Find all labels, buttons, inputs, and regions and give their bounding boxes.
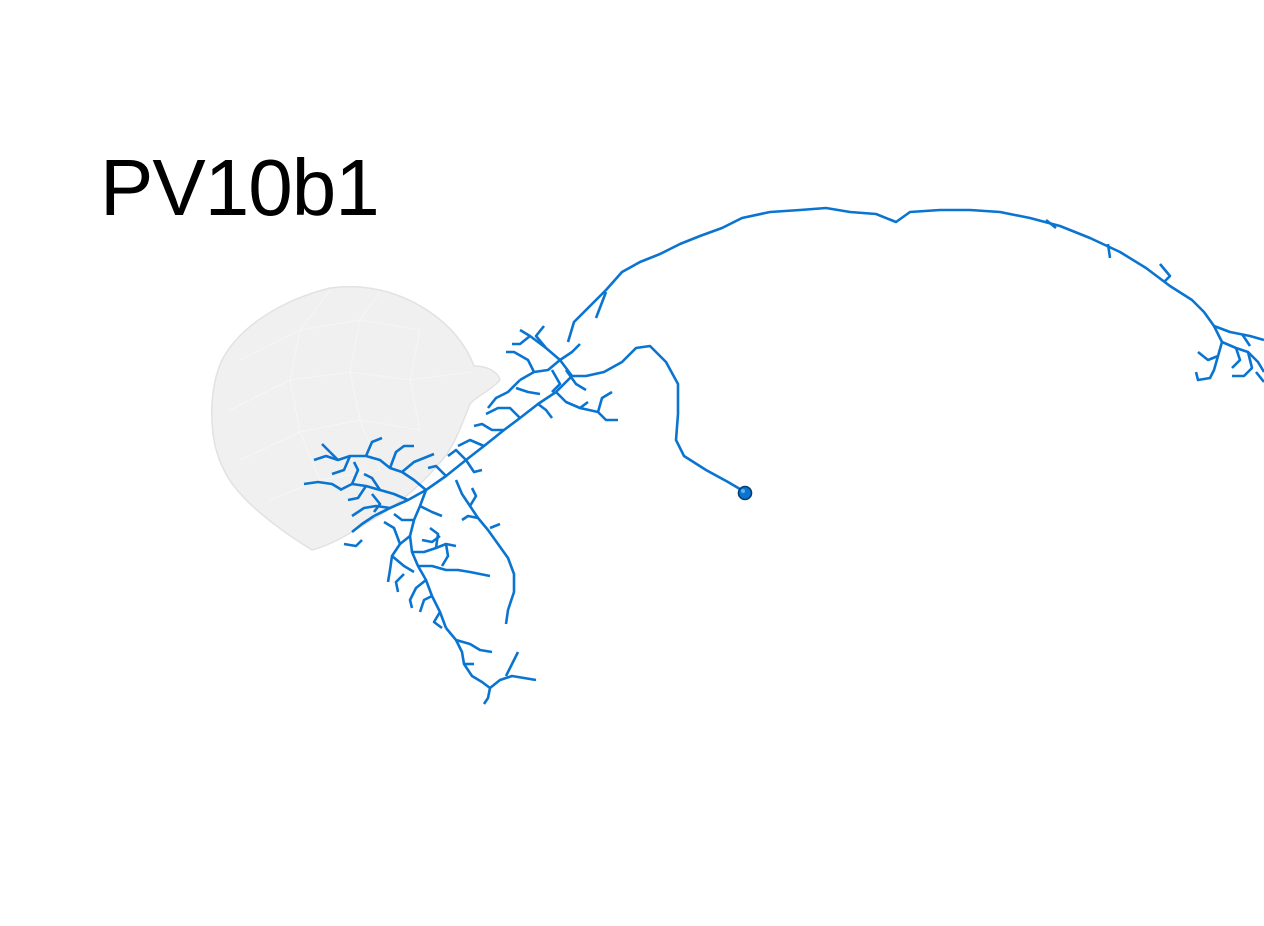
primary-neurite	[572, 344, 746, 494]
descending-branch	[454, 479, 516, 625]
soma-marker	[737, 485, 753, 501]
right-terminal-arbor	[1197, 325, 1224, 362]
dendrite-cluster-lower	[408, 489, 448, 629]
axon-arch	[566, 206, 1264, 343]
neuropil-outline	[211, 285, 501, 551]
neuron-skeleton	[303, 206, 1264, 705]
neuropil-mesh	[211, 285, 501, 551]
main-trunk	[373, 375, 573, 518]
neuropil-facets	[229, 289, 471, 501]
dendrite-cluster-left	[329, 451, 427, 491]
neuron-name-label: PV10b1	[100, 143, 380, 232]
